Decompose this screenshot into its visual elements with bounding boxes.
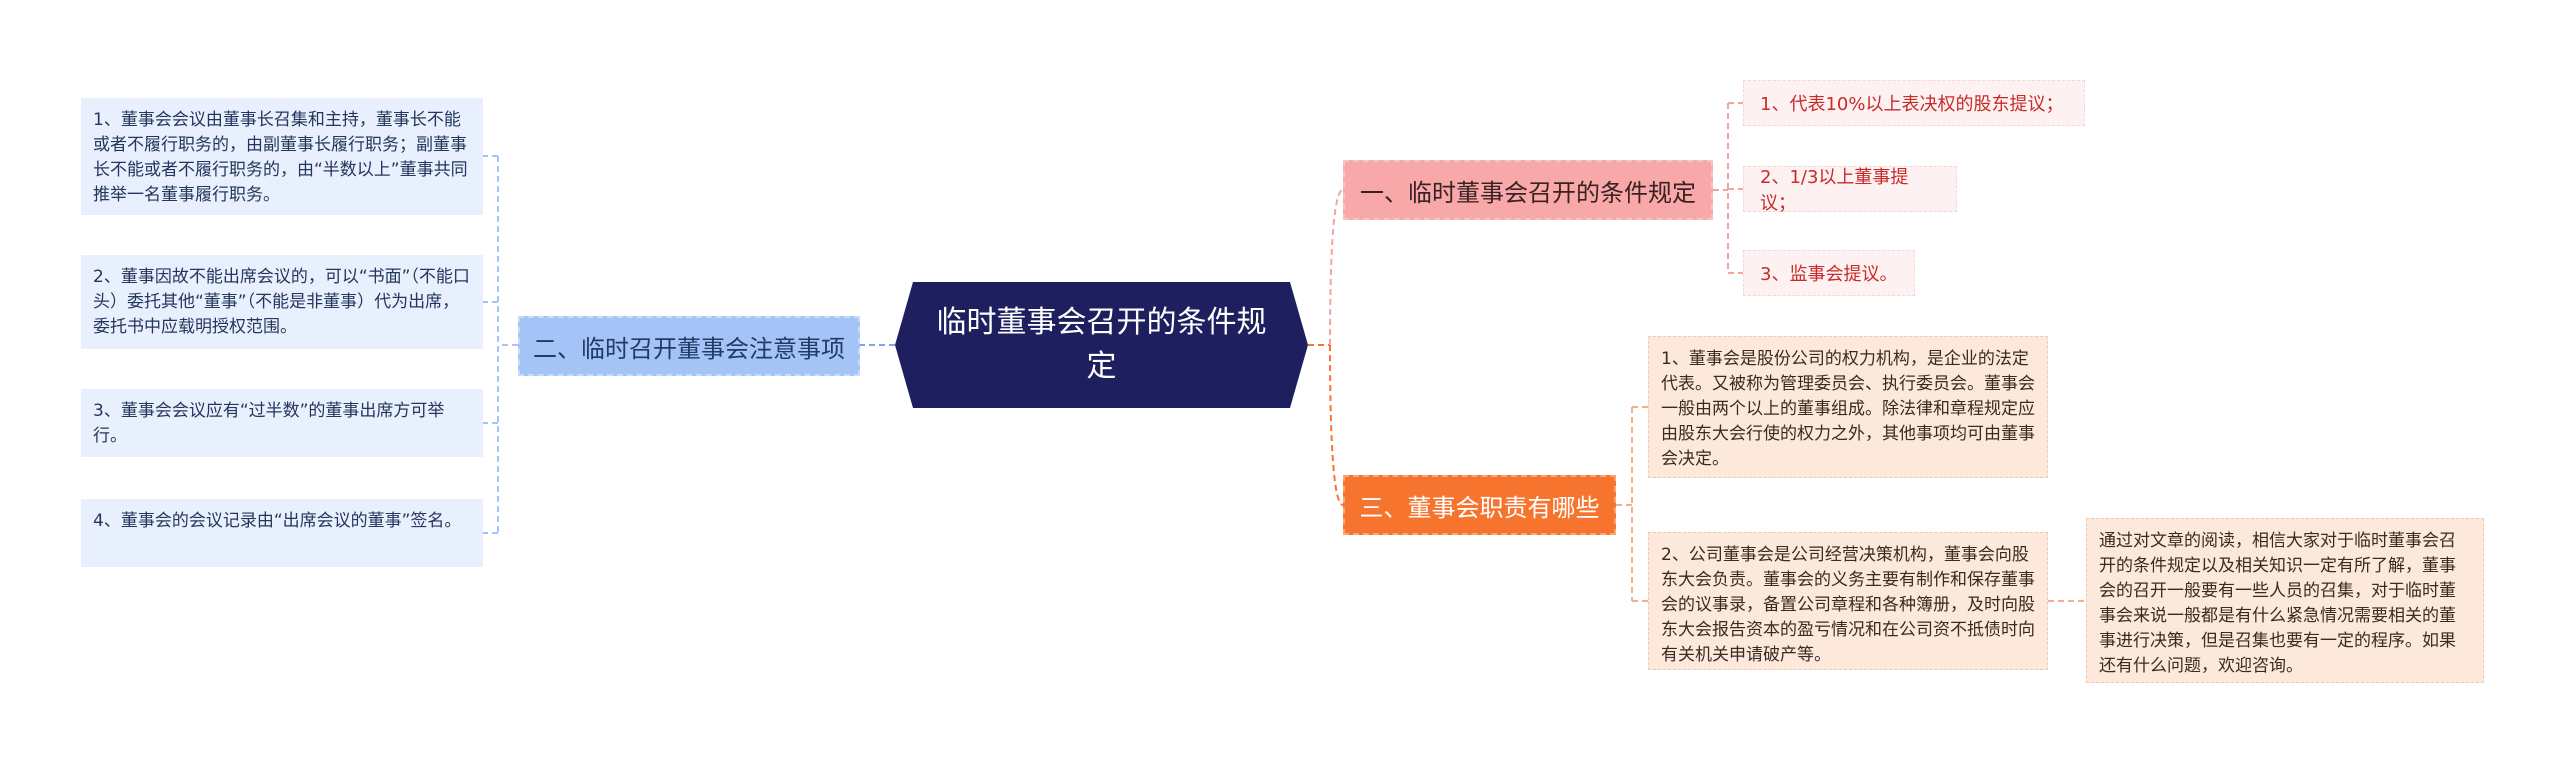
conclusion-text: 通过对文章的阅读，相信大家对于临时董事会召开的条件规定以及相关知识一定有所了解，… bbox=[2099, 531, 2456, 676]
note-item-text: 4、董事会的会议记录由“出席会议的董事”签名。 bbox=[93, 511, 462, 531]
note-item-4[interactable]: 4、董事会的会议记录由“出席会议的董事”签名。 bbox=[81, 499, 483, 567]
conclusion-note[interactable]: 通过对文章的阅读，相信大家对于临时董事会召开的条件规定以及相关知识一定有所了解，… bbox=[2086, 518, 2484, 683]
condition-item-text: 3、监事会提议。 bbox=[1760, 264, 1898, 285]
duty-item-2[interactable]: 2、公司董事会是公司经营决策机构，董事会向股东大会负责。董事会的义务主要有制作和… bbox=[1648, 532, 2048, 670]
note-item-text: 3、董事会会议应有“过半数”的董事出席方可举行。 bbox=[93, 401, 445, 446]
note-item-3[interactable]: 3、董事会会议应有“过半数”的董事出席方可举行。 bbox=[81, 389, 483, 457]
root-shape bbox=[895, 282, 1308, 408]
root-topic[interactable]: 临时董事会召开的条件规定 bbox=[895, 282, 1308, 408]
note-item-text: 1、董事会会议由董事长召集和主持，董事长不能或者不履行职务的，由副董事长履行职务… bbox=[93, 110, 468, 205]
note-item-2[interactable]: 2、董事因故不能出席会议的，可以“书面”（不能口头）委托其他“董事”（不能是非董… bbox=[81, 255, 483, 349]
duty-item-text: 2、公司董事会是公司经营决策机构，董事会向股东大会负责。董事会的义务主要有制作和… bbox=[1661, 545, 2035, 665]
note-item-text: 2、董事因故不能出席会议的，可以“书面”（不能口头）委托其他“董事”（不能是非董… bbox=[93, 267, 470, 337]
root-topic-label: 临时董事会召开的条件规定 bbox=[936, 305, 1267, 384]
branch-duties[interactable]: 三、董事会职责有哪些 bbox=[1343, 475, 1616, 535]
note-item-1[interactable]: 1、董事会会议由董事长召集和主持，董事长不能或者不履行职务的，由副董事长履行职务… bbox=[81, 98, 483, 215]
branch-notes[interactable]: 二、临时召开董事会注意事项 bbox=[518, 316, 860, 376]
condition-item-3[interactable]: 3、监事会提议。 bbox=[1743, 250, 1915, 296]
branch-conditions[interactable]: 一、临时董事会召开的条件规定 bbox=[1343, 160, 1713, 220]
branch-duties-label: 三、董事会职责有哪些 bbox=[1359, 493, 1600, 522]
duty-item-1[interactable]: 1、董事会是股份公司的权力机构，是企业的法定代表。又被称为管理委员会、执行委员会… bbox=[1648, 336, 2048, 478]
condition-item-text: 2、1/3以上董事提议； bbox=[1760, 167, 1909, 214]
condition-item-text: 1、代表10%以上表决权的股东提议； bbox=[1760, 94, 2064, 115]
branch-notes-label: 二、临时召开董事会注意事项 bbox=[533, 334, 845, 363]
condition-item-2[interactable]: 2、1/3以上董事提议； bbox=[1743, 166, 1957, 214]
duty-item-text: 1、董事会是股份公司的权力机构，是企业的法定代表。又被称为管理委员会、执行委员会… bbox=[1661, 349, 2035, 469]
condition-item-1[interactable]: 1、代表10%以上表决权的股东提议； bbox=[1743, 80, 2085, 126]
branch-conditions-label: 一、临时董事会召开的条件规定 bbox=[1360, 178, 1696, 207]
